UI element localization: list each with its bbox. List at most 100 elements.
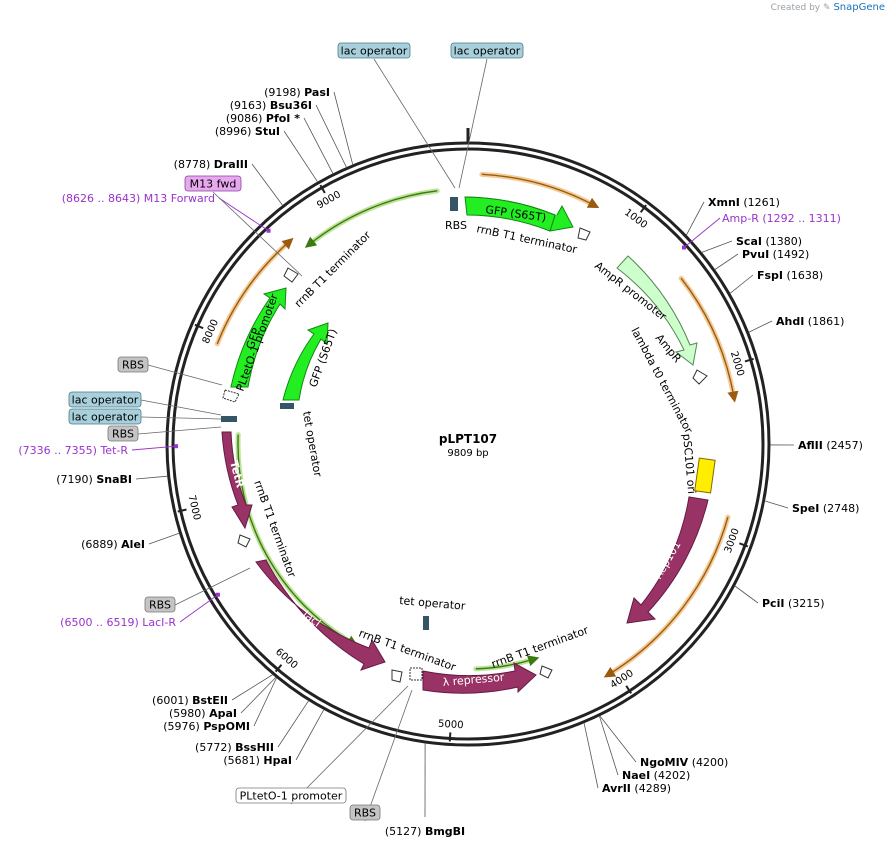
site-position: (5681) (223, 754, 263, 767)
site-name: SnaBI (96, 473, 132, 486)
site-leader (277, 700, 310, 748)
feature-tetr[interactable] (221, 431, 253, 530)
site-label: PvuI (1492) (742, 248, 809, 261)
site-leader (701, 240, 733, 253)
site-leader (748, 320, 773, 333)
site-name: Bsu36I (270, 99, 312, 112)
backbone-inner (171, 147, 765, 741)
site-label: ScaI (1380) (736, 235, 802, 248)
rbs-marker-left-1 (221, 416, 237, 422)
site-leader (599, 715, 637, 763)
feature-pSC101-ori[interactable] (694, 457, 716, 494)
feature-laci[interactable] (255, 559, 386, 671)
site-position: (8996) (215, 125, 255, 138)
annotation-box[interactable] (68, 391, 142, 408)
annotation-box[interactable] (184, 175, 242, 192)
annotation-box[interactable] (337, 42, 411, 59)
site-leader (315, 104, 347, 168)
annotation-box[interactable] (117, 356, 149, 373)
feature-lambda-repressor[interactable] (422, 662, 537, 694)
site-name: BmgBI (425, 825, 465, 838)
annotation-box[interactable] (107, 425, 139, 442)
annotation-box-label: RBS (112, 428, 134, 441)
site-leader (251, 163, 284, 206)
feature-rep101[interactable] (626, 496, 709, 624)
primer-leader (179, 594, 219, 623)
annotation-box-label: lac operator (341, 45, 408, 58)
box-leader (290, 685, 409, 805)
feature-gfp-left[interactable] (230, 287, 287, 388)
site-name: SpeI (792, 502, 819, 515)
primer-leader (218, 197, 269, 232)
site-leader (734, 585, 759, 604)
site-position: (1380) (762, 235, 802, 248)
site-label: (9163) Bsu36I (230, 99, 312, 112)
credit-text: Created by (770, 3, 821, 13)
site-leader (283, 130, 319, 183)
promoter-icon-2 (409, 667, 423, 681)
site-position: (6001) (152, 694, 192, 707)
box-leader (174, 567, 251, 606)
primer-mark (266, 228, 271, 233)
site-position: (5980) (169, 707, 209, 720)
tick-label: 7000 (186, 494, 202, 521)
site-position: (9163) (230, 99, 270, 112)
site-position: (2748) (819, 502, 859, 515)
tick-mark (274, 664, 283, 673)
box-leader (212, 191, 303, 277)
site-leader (148, 532, 180, 545)
site-label: (9086) PfoI * (226, 112, 300, 125)
site-name: AvrII (602, 782, 631, 795)
feature-ampr[interactable] (616, 255, 698, 366)
rbs-marker-left-2 (280, 403, 294, 409)
site-name: PvuI (742, 248, 769, 261)
annotation-box-label: RBS (122, 359, 144, 372)
tick-label: 1000 (622, 207, 649, 231)
tick-mark (319, 184, 326, 194)
reverse-arc-left-halo (235, 432, 356, 646)
terminator-icon-6 (539, 665, 553, 679)
site-name: ApaI (209, 707, 237, 720)
site-position: (1261) (740, 196, 780, 209)
annotation-box-label: lac operator (454, 45, 521, 58)
site-position: (4202) (650, 769, 690, 782)
site-label: AvrII (4289) (602, 782, 671, 795)
annotation-box-label: lac operator (72, 411, 139, 424)
site-name: NaeI (622, 769, 650, 782)
box-leader (140, 399, 222, 416)
annotation-box[interactable] (144, 596, 176, 613)
annotation-box[interactable] (349, 804, 381, 821)
annotation-box-label: RBS (149, 599, 171, 612)
site-label: NaeI (4202) (622, 769, 690, 782)
site-name: BstEII (192, 694, 228, 707)
site-name: BssHII (235, 741, 274, 754)
tick-mark (625, 685, 632, 694)
terminator-icon-1 (577, 227, 591, 241)
tick-mark (744, 357, 754, 363)
site-leader (714, 253, 739, 271)
plasmid-size: 9809 bp (447, 448, 488, 459)
site-leader (303, 117, 334, 174)
site-position: (9198) (264, 86, 304, 99)
annotation-box[interactable] (68, 408, 142, 425)
site-position: (8778) (174, 158, 214, 171)
site-name: FspI (757, 269, 783, 282)
site-leader (333, 91, 354, 165)
annotation-box[interactable] (450, 42, 524, 59)
feature-gfp-s65t-top-body[interactable] (464, 196, 556, 232)
box-leader (373, 58, 456, 189)
plasmid-name: pLPT107 (439, 432, 497, 446)
feature-gfp-s65t-inner[interactable] (282, 322, 329, 401)
site-label: (5681) HpaI (223, 754, 292, 767)
reverse-arc-bottom (475, 655, 540, 670)
box-leader (364, 689, 413, 822)
site-name: PciI (762, 597, 784, 610)
annotation-box[interactable] (235, 787, 347, 804)
annotation-box-label: PLtetO-1 promoter (240, 790, 343, 803)
site-label: (5127) BmgBI (385, 825, 465, 838)
tick-mark (739, 542, 749, 548)
site-position: (1638) (783, 269, 823, 282)
reverse-arc-left (237, 434, 359, 647)
primer-mark (174, 444, 179, 449)
